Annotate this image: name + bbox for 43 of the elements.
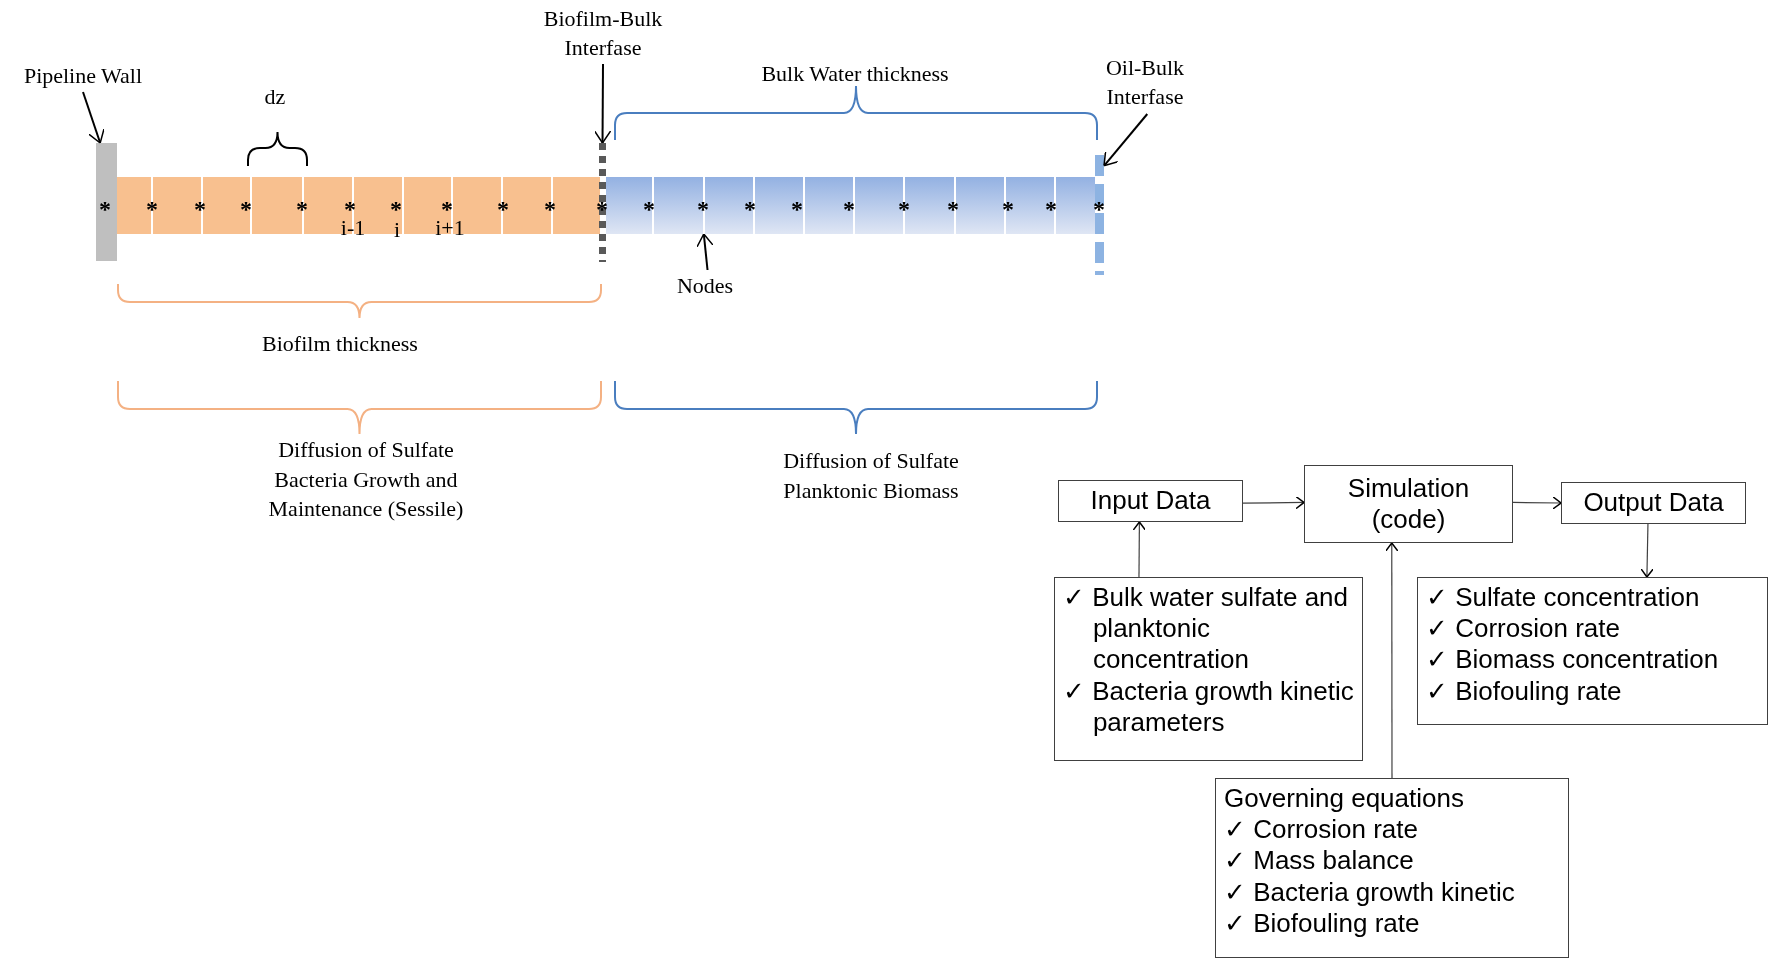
part-label: Nodes (676, 271, 734, 300)
node-marker: * (843, 194, 855, 224)
list-box: Governing equations ✓ Corrosion rate ✓ Mass balance ✓ Bacteria growth kinetic ✓ Biofouling rate (1215, 778, 1569, 958)
node-marker: * (544, 194, 556, 224)
node-marker: * (947, 194, 959, 224)
node-marker: * (99, 194, 111, 224)
node-marker: * (744, 194, 756, 224)
pipeline-wall (96, 143, 117, 261)
annotation-label: Diffusion of Sulfate Planktonic Biomass (782, 447, 960, 505)
arrow (696, 233, 714, 271)
arrow (593, 63, 612, 144)
node-marker: * (194, 194, 206, 224)
annotation-label: dz (264, 83, 286, 112)
arrow (1132, 521, 1147, 578)
node-marker: * (697, 194, 709, 224)
node-marker: * (791, 194, 803, 224)
node-marker: * (643, 194, 655, 224)
list-box: ✓ Bulk water sulfate and planktonic concentration ✓ Bacteria growth kinetic parameters (1054, 577, 1363, 761)
annotation-label: Diffusion of Sulfate Bacteria Growth and Maintenance (Sessile) (267, 436, 465, 524)
node-marker: * (1093, 194, 1105, 224)
node-marker: * (146, 194, 158, 224)
node-marker: * (296, 194, 308, 224)
annotation-label: Biofilm thickness (262, 330, 418, 359)
arrow (1103, 113, 1149, 167)
arrow (1512, 496, 1562, 510)
node-marker: * (497, 194, 509, 224)
process-box: Input Data (1058, 480, 1243, 522)
list-box: ✓ Sulfate concentration ✓ Corrosion rate ✓ Biomass concentration ✓ Biofouling rate (1417, 577, 1768, 725)
part-label: Biofilm-Bulk Interfase (542, 5, 664, 62)
node-marker: * (1002, 194, 1014, 224)
process-box: Output Data (1561, 482, 1746, 524)
node-marker: * (240, 194, 252, 224)
process-box: Simulation (code) (1304, 465, 1513, 543)
part-label: Pipeline Wall (23, 61, 143, 90)
arrow (1640, 523, 1654, 578)
node-marker: * (898, 194, 910, 224)
node-marker: * (1045, 194, 1057, 224)
arrow (1242, 495, 1305, 510)
part-label: Oil-Bulk Interfase (1104, 54, 1186, 111)
bulk-water-layer (606, 177, 1095, 234)
annotation-label: Bulk Water thickness (761, 60, 949, 89)
arrow (82, 91, 105, 144)
arrow (1385, 542, 1399, 779)
